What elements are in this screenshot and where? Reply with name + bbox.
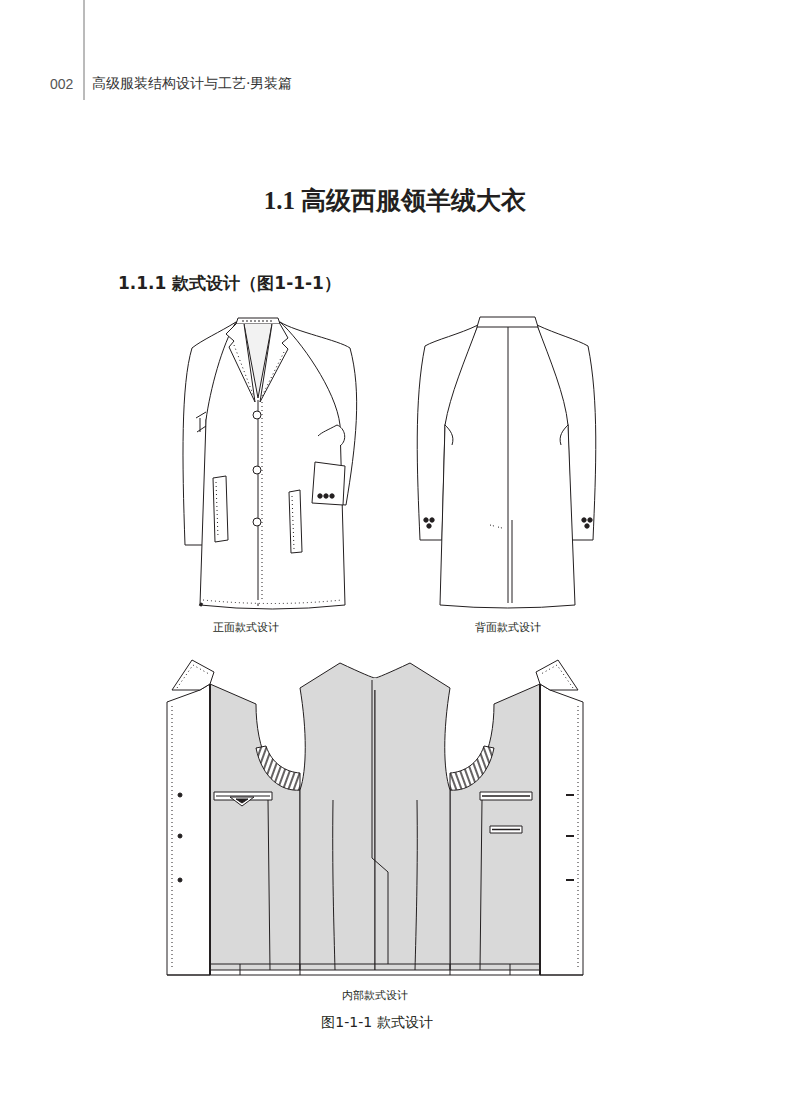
section-heading: 1.1.1 款式设计（图1-1-1）: [118, 273, 341, 293]
view-label: 背面款式设计: [475, 621, 541, 634]
inside-coat: [167, 660, 583, 975]
figure-caption: 图1-1-1 款式设计: [321, 1014, 432, 1031]
chapter-title: 1.1 高级西服领羊绒大衣: [264, 186, 527, 216]
view-label: 内部款式设计: [342, 989, 408, 1002]
page-number: 002: [50, 76, 73, 93]
front-coat: [183, 318, 357, 609]
running-header: 高级服装结构设计与工艺·男装篇: [92, 75, 292, 92]
view-label: 正面款式设计: [213, 621, 279, 634]
back-coat: [417, 317, 596, 608]
header-rule: [84, 0, 85, 100]
